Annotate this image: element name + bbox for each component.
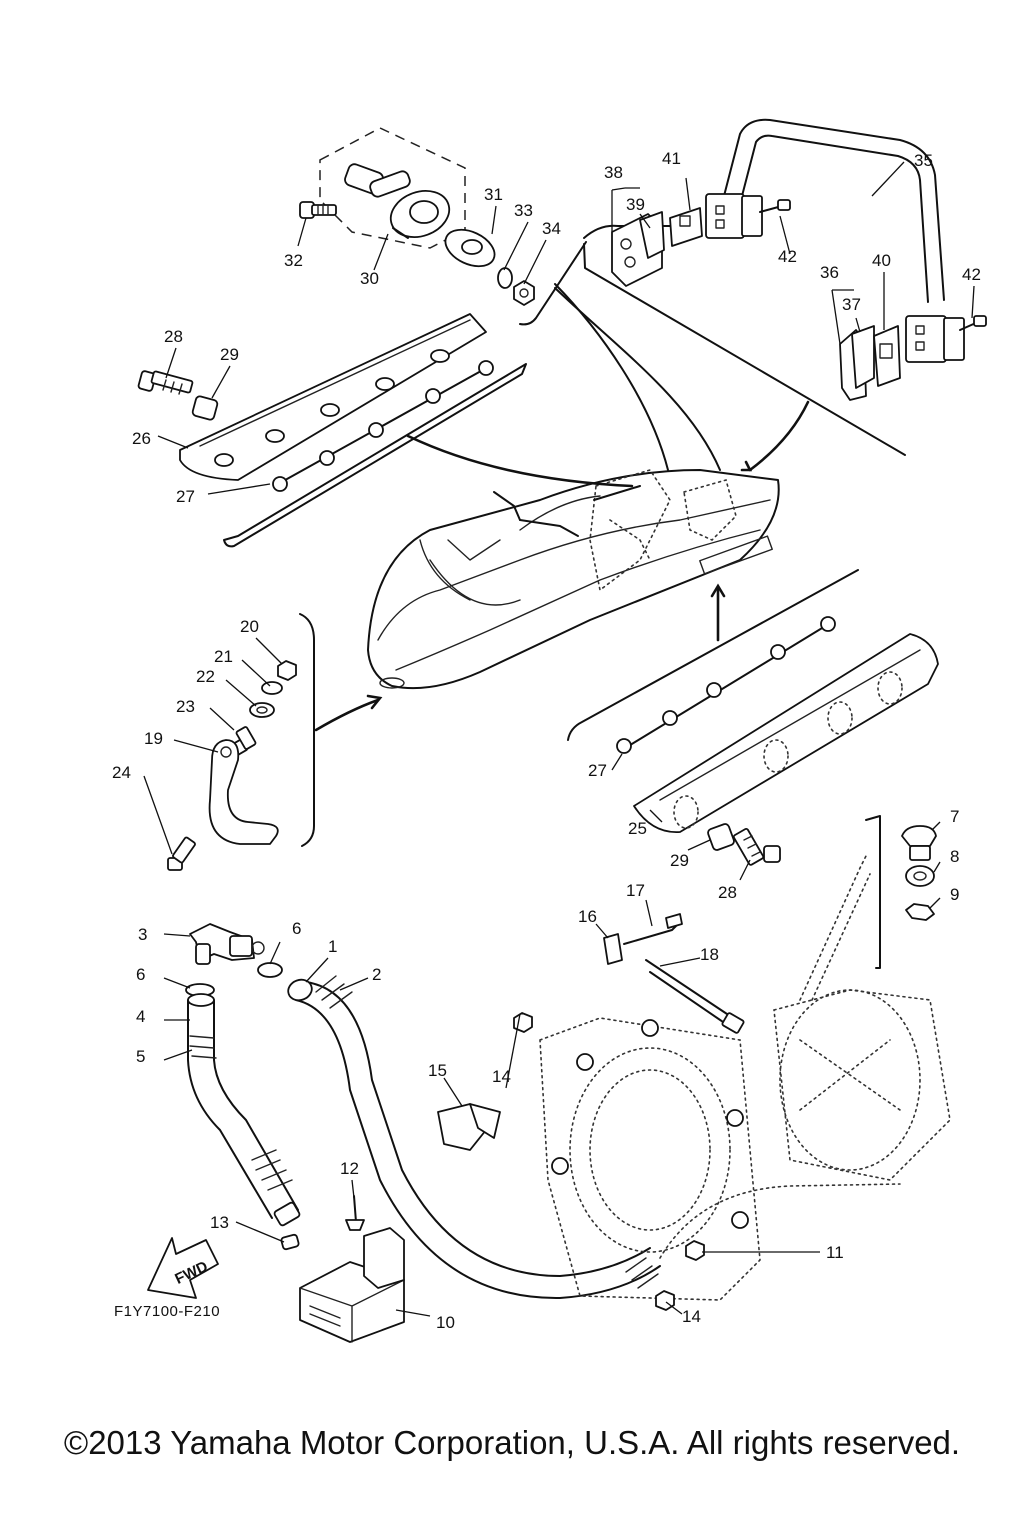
callout-12: 12 — [340, 1159, 359, 1178]
callout-14: 14 — [682, 1307, 701, 1326]
callout-19: 19 — [144, 729, 163, 748]
callout-34: 34 — [542, 219, 561, 238]
callout-39: 39 — [626, 195, 645, 214]
callout-18: 18 — [700, 945, 719, 964]
callout-25: 25 — [628, 819, 647, 838]
tow-hook-group — [167, 613, 315, 871]
callout-3: 3 — [138, 925, 147, 944]
callout-33: 33 — [514, 201, 533, 220]
callout-26: 26 — [132, 429, 151, 448]
callout-40: 40 — [872, 251, 891, 270]
callout-37: 37 — [842, 295, 861, 314]
callout-27: 27 — [588, 761, 607, 780]
rail-left-group — [137, 313, 527, 548]
rail-right-group — [567, 569, 939, 866]
callout-42: 42 — [778, 247, 797, 266]
callout-1: 1 — [328, 937, 337, 956]
callout-29: 29 — [670, 851, 689, 870]
callout-6: 6 — [292, 919, 301, 938]
callout-16: 16 — [578, 907, 597, 926]
callout-7: 7 — [950, 807, 959, 826]
callout-21: 21 — [214, 647, 233, 666]
callout-15: 15 — [428, 1061, 447, 1080]
callout-17: 17 — [626, 881, 645, 900]
copyright-notice: ©2013 Yamaha Motor Corporation, U.S.A. A… — [63, 1424, 961, 1461]
forward-arrow-icon: FWD — [147, 1237, 219, 1299]
callout-41: 41 — [662, 149, 681, 168]
callout-5: 5 — [136, 1047, 145, 1066]
callout-22: 22 — [196, 667, 215, 686]
leader-lines — [143, 161, 975, 1317]
callout-4: 4 — [136, 1007, 145, 1026]
callout-8: 8 — [950, 847, 959, 866]
callout-36: 36 — [820, 263, 839, 282]
callout-14: 14 — [492, 1067, 511, 1086]
callout-31: 31 — [484, 185, 503, 204]
callout-32: 32 — [284, 251, 303, 270]
callout-28: 28 — [718, 883, 737, 902]
callout-13: 13 — [210, 1213, 229, 1232]
callout-28: 28 — [164, 327, 183, 346]
pump-assembly — [299, 815, 951, 1343]
callout-11: 11 — [826, 1243, 844, 1262]
callout-labels: 1 2 3 4 5 6 6 7 8 9 10 11 12 13 14 14 15… — [112, 149, 981, 1332]
hose-group — [185, 923, 661, 1300]
callout-9: 9 — [950, 885, 959, 904]
callout-2: 2 — [372, 965, 381, 984]
watercraft-body — [367, 469, 780, 690]
callout-42: 42 — [962, 265, 981, 284]
callout-20: 20 — [240, 617, 259, 636]
callout-27: 27 — [176, 487, 195, 506]
bolt-32 — [299, 201, 337, 219]
callout-10: 10 — [436, 1313, 455, 1332]
handle-assembly-group — [583, 118, 987, 456]
callout-30: 30 — [360, 269, 379, 288]
callout-35: 35 — [914, 151, 933, 170]
diagram-code: F1Y7100-F210 — [114, 1303, 220, 1320]
connector-arrows — [314, 400, 810, 732]
callout-24: 24 — [112, 763, 131, 782]
callout-6: 6 — [136, 965, 145, 984]
lock-assembly-group — [299, 127, 721, 471]
callout-23: 23 — [176, 697, 195, 716]
callout-38: 38 — [604, 163, 623, 182]
callout-29: 29 — [220, 345, 239, 364]
